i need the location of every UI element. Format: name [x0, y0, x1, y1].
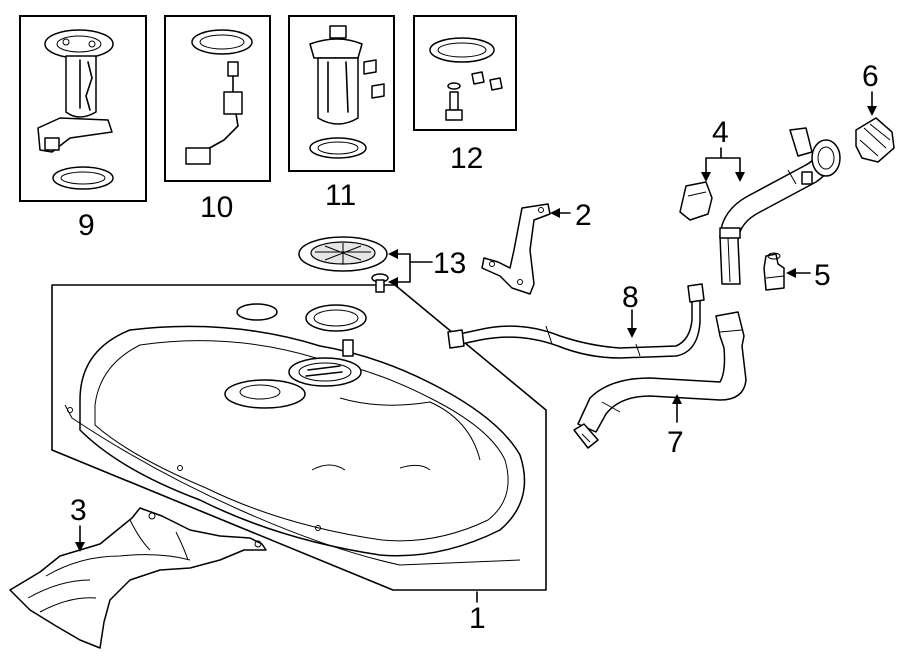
callout-5: 5	[814, 259, 831, 292]
part-12-gasket-kit-inset	[413, 15, 517, 131]
callout-12: 12	[450, 142, 483, 175]
part-7-filler-hose	[573, 311, 747, 449]
callout-10: 10	[200, 191, 233, 224]
part-9-fuel-pump-module-inset	[19, 15, 147, 202]
part-3-heat-shield	[9, 507, 267, 649]
part-11-fuel-filter-inset	[288, 15, 395, 172]
part-4-filler-pipe	[679, 127, 841, 285]
part-6-fuel-cap	[855, 117, 895, 163]
callout-9: 9	[78, 209, 95, 242]
callout-13: 13	[433, 247, 466, 280]
part-2-bracket	[481, 203, 551, 295]
callout-11: 11	[325, 179, 356, 212]
callout-8: 8	[622, 281, 639, 314]
callout-1: 1	[469, 602, 486, 635]
callout-3: 3	[70, 494, 87, 527]
callout-7: 7	[667, 426, 684, 459]
callout-2: 2	[575, 199, 592, 232]
part-13-gasket-and-bolt	[298, 236, 389, 293]
callout-6: 6	[862, 60, 879, 93]
part-5-valve	[763, 252, 785, 291]
part-10-fuel-level-sender-inset	[164, 15, 271, 182]
callout-4: 4	[712, 116, 729, 149]
part-8-breather-hose	[447, 283, 705, 359]
